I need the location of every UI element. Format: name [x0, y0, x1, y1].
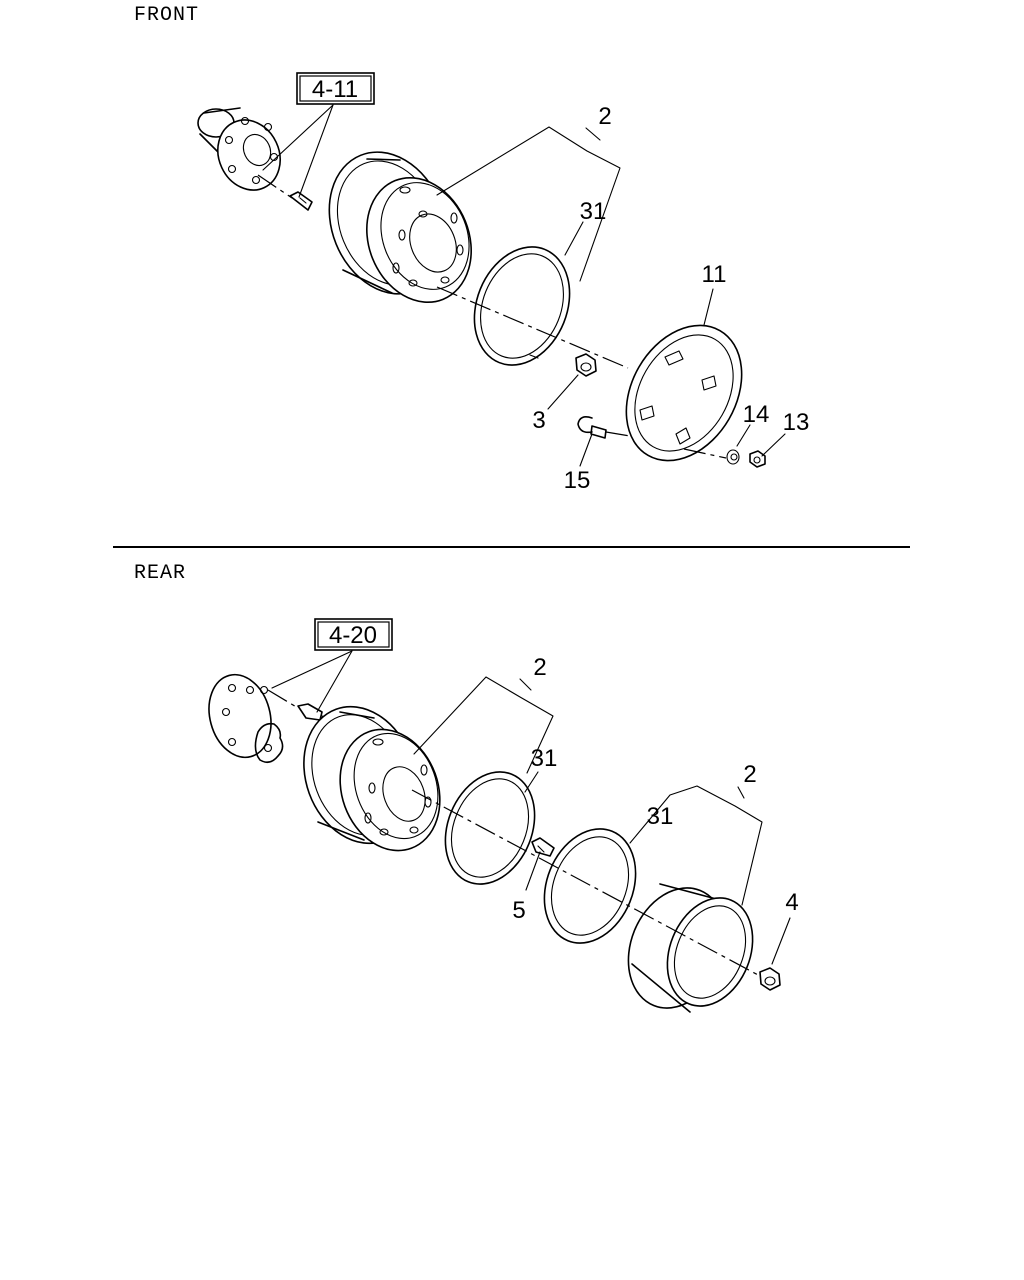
rear-inner-nut-drawing: [531, 837, 555, 857]
front-callout-clip-bolt: 15: [564, 467, 591, 494]
rear-callout-outer-wheel-disc: 2: [743, 761, 756, 788]
front-callout-wheel-disc: 2: [598, 103, 611, 130]
rear-outer-nut-drawing: [759, 967, 781, 991]
rear-callout-inner-nut: 5: [512, 897, 525, 924]
rear-callout-outer-side-ring: 31: [647, 803, 674, 830]
front-assembly: 4-11: [197, 72, 810, 494]
front-washer-drawing: [683, 448, 740, 465]
front-clip-bolt-drawing: [577, 416, 631, 439]
rear-callout-inner-side-ring: 31: [531, 745, 558, 772]
front-nut-drawing: [749, 450, 766, 468]
rear-reference-box[interactable]: 4-20: [271, 618, 393, 713]
rear-outer-side-ring-drawing: [543, 828, 637, 944]
front-hub-cap-drawing: [625, 324, 743, 462]
front-callout-washer: 14: [743, 401, 770, 428]
rear-callout-inner-wheel-disc: 2: [533, 654, 546, 681]
front-hub-bolt-drawing: [257, 174, 313, 211]
front-hub-drawing: [197, 107, 281, 191]
front-wheel-disc-drawing: [328, 151, 472, 304]
front-wheel-nut-drawing: [575, 353, 597, 377]
front-callout-hub-cap: 11: [702, 261, 727, 288]
front-reference-label: 4-11: [312, 76, 358, 103]
rear-reference-label: 4-20: [329, 622, 377, 649]
rear-callout-outer-nut: 4: [785, 889, 798, 916]
front-callout-wheel-nut: 3: [532, 407, 545, 434]
front-side-ring-drawing: [473, 246, 571, 366]
front-reference-box[interactable]: 4-11: [262, 72, 375, 198]
rear-inner-side-ring-drawing: [444, 771, 536, 885]
front-callout-nut: 13: [783, 409, 810, 436]
rear-inner-wheel-disc-drawing: [303, 705, 441, 852]
rear-hub-drawing: [208, 673, 284, 764]
rear-section-title: REAR: [134, 562, 187, 585]
rear-assembly: 4-20: [208, 618, 799, 1013]
front-callout-side-ring: 31: [580, 198, 607, 225]
front-section-title: FRONT: [134, 4, 200, 27]
